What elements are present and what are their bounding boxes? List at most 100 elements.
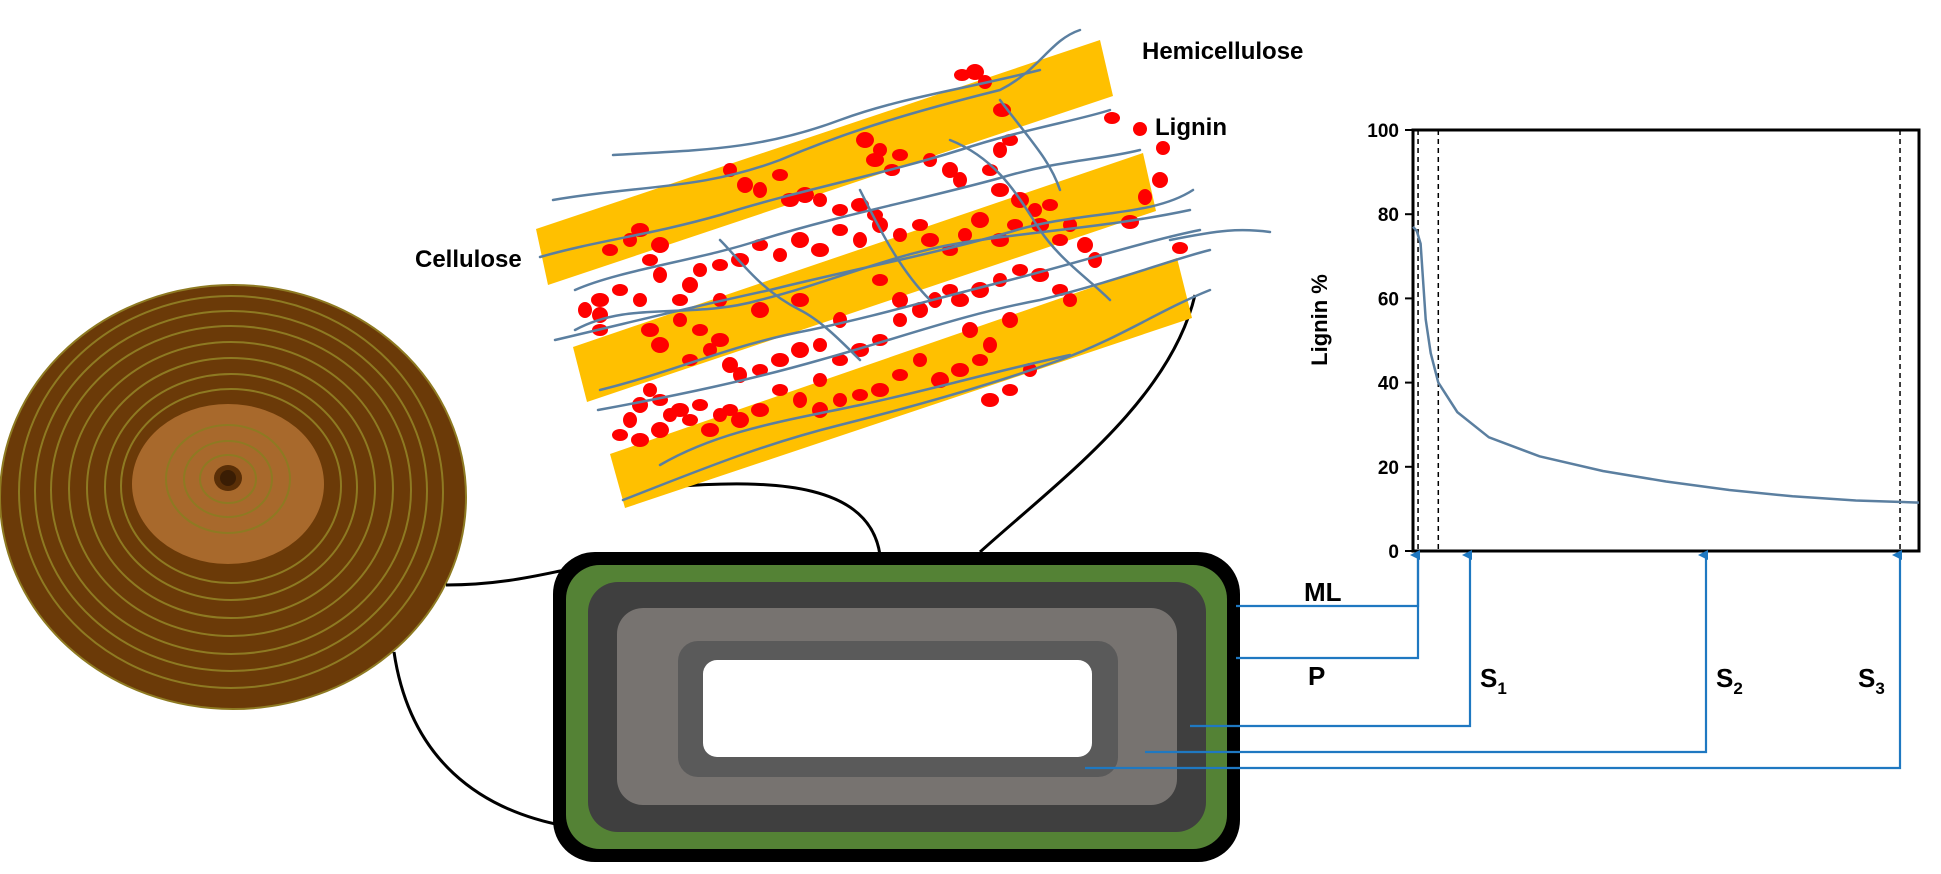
lignin-dot <box>913 353 927 367</box>
lignin-dot <box>751 403 769 417</box>
lignin-dot <box>701 423 719 437</box>
lignin-dot <box>651 337 669 353</box>
lignin-dot <box>962 322 978 338</box>
lignin-dot <box>872 274 888 286</box>
lignin-dot <box>832 204 848 216</box>
y-tick-label: 20 <box>1378 458 1399 479</box>
chart-plot-frame <box>1411 128 1921 553</box>
layer-boundary-lines <box>1417 130 1901 551</box>
lignin-dot <box>641 323 659 337</box>
s2-label: S2 <box>1716 663 1743 698</box>
lignin-dot <box>591 293 609 307</box>
lignin-dot <box>1042 199 1058 211</box>
lignin-dot <box>912 219 928 231</box>
s2-leader <box>1145 550 1708 754</box>
lignin-dot <box>692 324 708 336</box>
lignin-dot <box>623 412 637 428</box>
lignin-dot <box>981 393 999 407</box>
lignin-dot <box>791 232 809 248</box>
lignin-dot <box>892 149 908 161</box>
lignin-dot <box>1052 234 1068 246</box>
hemicellulose-chains <box>538 28 1272 502</box>
y-axis-label: Lignin % <box>1307 274 1332 366</box>
lignin-dot <box>853 232 867 248</box>
lignin-dot <box>737 177 753 193</box>
lignin-dot <box>682 277 698 293</box>
s3-label: S3 <box>1858 663 1885 698</box>
lignin-dot <box>972 354 988 366</box>
p-label: P <box>1308 661 1325 691</box>
lignin-dot <box>651 422 669 438</box>
lignin-dot <box>871 383 889 397</box>
lignin-dot <box>921 233 939 247</box>
lignin-dot <box>578 302 592 318</box>
lignin-dot <box>703 343 717 357</box>
lignin-dot <box>633 293 647 307</box>
heartwood-rings <box>165 424 291 534</box>
growth-rings <box>18 295 444 689</box>
lignin-dot <box>1077 237 1093 253</box>
heartwood-ring <box>199 454 257 504</box>
lignin-dot <box>672 294 688 306</box>
growth-ring <box>120 388 342 584</box>
heartwood-ring <box>165 424 291 534</box>
lignin-dot <box>953 172 967 188</box>
lignin-dot <box>958 228 972 242</box>
lignin-dot <box>1152 172 1168 188</box>
y-tick-label: 80 <box>1378 205 1399 226</box>
y-tick-label: 0 <box>1388 542 1399 563</box>
cell-wall-cross-section <box>553 552 1240 862</box>
lignin-dot <box>751 302 769 318</box>
lignin-dot <box>722 404 738 416</box>
cellulose-label: Cellulose <box>415 246 522 273</box>
lignin-dot <box>856 132 874 148</box>
lignin-dot <box>772 384 788 396</box>
ml-label: ML <box>1304 577 1342 607</box>
lignin-dot <box>893 228 907 242</box>
lignin-dot <box>942 162 958 178</box>
growth-ring <box>34 310 428 672</box>
lignin-dot <box>1012 264 1028 276</box>
lignin-dot <box>771 353 789 367</box>
lignin-dot <box>731 412 749 428</box>
lignin-legend-dot <box>1133 122 1147 136</box>
lignin-dot <box>813 193 827 207</box>
lignin-dot <box>612 429 628 441</box>
lignin-dot <box>791 342 809 358</box>
growth-ring <box>18 295 444 689</box>
lignin-dot <box>673 313 687 327</box>
heartwood-ring <box>183 440 273 518</box>
lignin-dot <box>971 212 989 228</box>
lignin-dot <box>951 363 969 377</box>
connector-lines <box>392 294 1197 828</box>
y-tick-label: 40 <box>1378 374 1399 395</box>
lignin-dot <box>1028 203 1042 217</box>
lignin-dot <box>811 243 829 257</box>
lignin-dot <box>991 183 1009 197</box>
s1-label: S1 <box>1480 663 1507 698</box>
lignin-dot <box>612 284 628 296</box>
lignin-dot <box>951 293 969 307</box>
lignin-dot <box>852 389 868 401</box>
lignocellulose-structure <box>536 28 1272 508</box>
growth-ring <box>104 373 358 601</box>
growth-ring <box>86 357 376 619</box>
lignin-dot <box>813 373 827 387</box>
lignin-dot <box>651 237 669 253</box>
y-tick-label: 100 <box>1367 121 1399 142</box>
lignin-dot <box>866 153 884 167</box>
lignin-dot <box>832 224 848 236</box>
lignin-dot <box>643 383 657 397</box>
p-leader <box>1236 555 1420 660</box>
s3-leader <box>1085 550 1902 770</box>
lignin-dot <box>793 392 807 408</box>
lignin-dot <box>993 142 1007 158</box>
lignin-dot <box>711 333 729 347</box>
lignin-dot <box>966 64 984 80</box>
lignin-dot <box>1172 242 1188 254</box>
s1-leader <box>1190 550 1472 728</box>
lignin-dot <box>692 399 708 411</box>
lignin-dot <box>773 248 787 262</box>
lignin-dot <box>653 267 667 283</box>
lignin-dot <box>983 337 997 353</box>
